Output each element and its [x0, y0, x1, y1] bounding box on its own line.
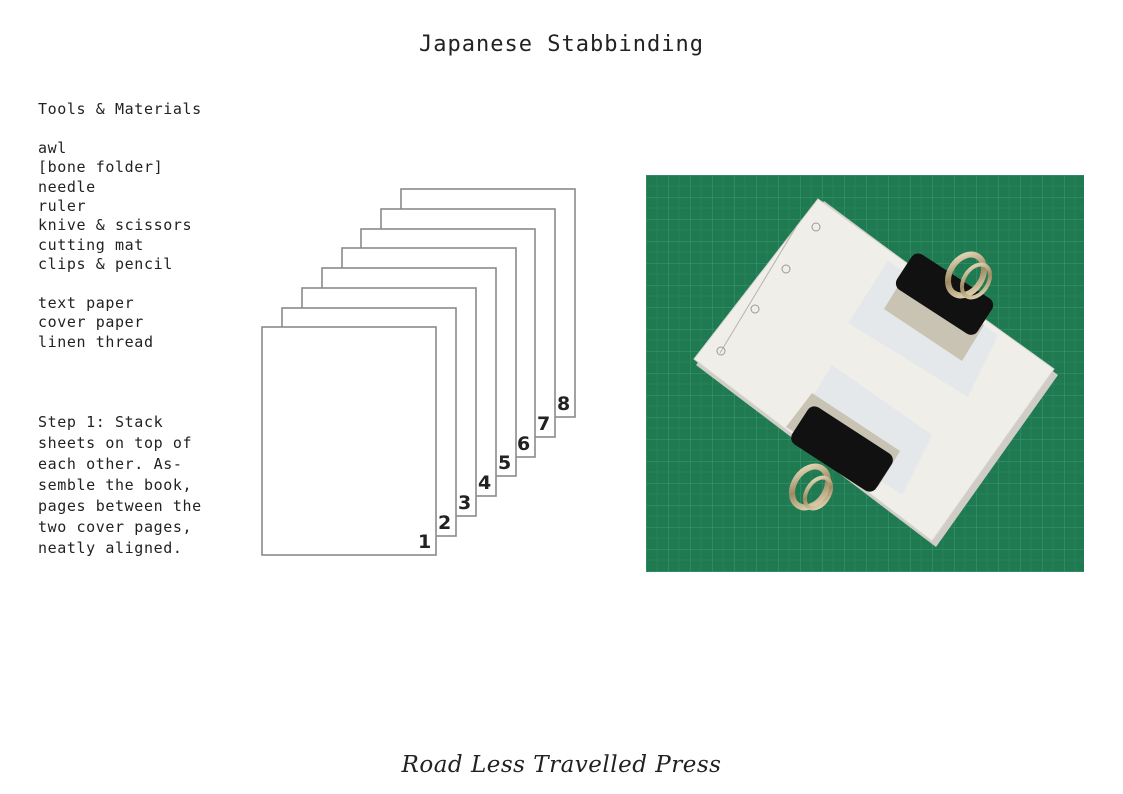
page-label-7: 7 — [537, 413, 550, 435]
binder-clip-top — [848, 251, 998, 397]
list-item: knive & scissors — [38, 216, 193, 235]
list-item: cutting mat — [38, 235, 144, 254]
list-item: linen thread — [38, 332, 154, 351]
photo-illustration — [646, 175, 1084, 572]
page-label-1: 1 — [418, 531, 431, 553]
list-item: [bone folder] — [38, 158, 164, 177]
list-item: needle — [38, 177, 96, 196]
book-clips-photo — [646, 175, 1084, 572]
list-item: cover paper — [38, 313, 144, 332]
list-item: text paper — [38, 294, 135, 313]
page-label-2: 2 — [438, 512, 451, 534]
page-title: Japanese Stabbinding — [419, 32, 704, 57]
tools-list: awl [bone folder] needle ruler knive & s… — [38, 139, 228, 275]
step-1-instructions: Step 1: Stack sheets on top of each othe… — [38, 413, 202, 557]
publisher-footer: Road Less Travelled Press — [401, 752, 722, 778]
stacked-pages-diagram: 8 7 6 5 4 3 2 — [258, 184, 580, 560]
page-label-4: 4 — [478, 472, 491, 494]
stacked-pages-svg: 8 7 6 5 4 3 2 — [261, 188, 576, 556]
page-label-6: 6 — [517, 433, 530, 455]
list-item: clips & pencil — [38, 255, 173, 274]
tools-materials-section: Tools & Materials awl [bone folder] need… — [38, 100, 228, 352]
page-label-5: 5 — [498, 452, 511, 474]
materials-list: text paper cover paper linen thread — [38, 294, 228, 352]
page-label-8: 8 — [557, 393, 570, 415]
page-1: 1 — [261, 326, 437, 556]
list-item: ruler — [38, 197, 87, 216]
binder-clip-bottom — [786, 365, 932, 511]
tools-heading: Tools & Materials — [38, 100, 202, 118]
page-label-3: 3 — [458, 492, 471, 514]
list-item: awl — [38, 138, 67, 157]
